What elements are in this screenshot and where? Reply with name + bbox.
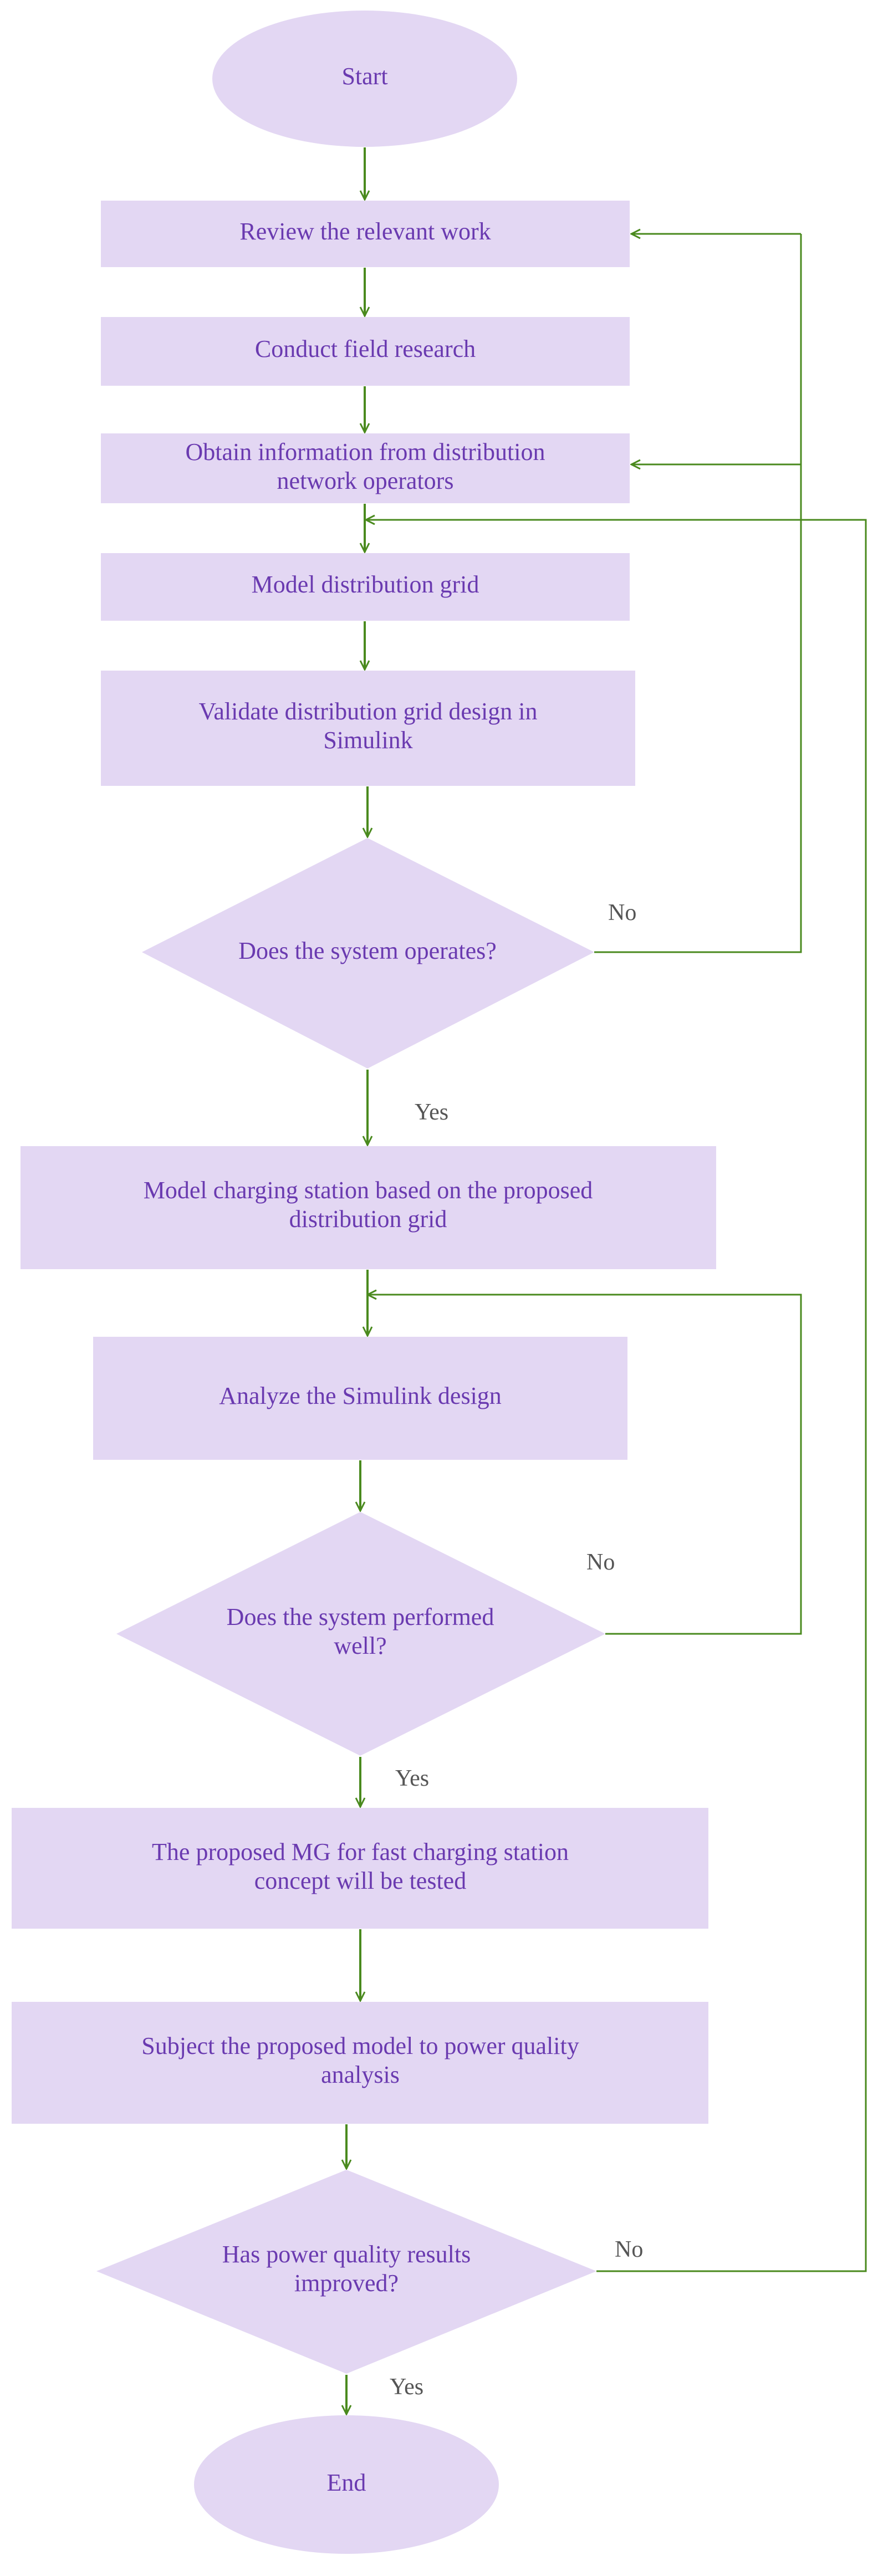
obtain-info-label-line1: Obtain information from distribution	[186, 438, 545, 466]
end-node	[194, 2415, 499, 2554]
decision-performed-label-line2: well?	[334, 1632, 386, 1659]
decision3-no-label: No	[615, 2237, 643, 2262]
analyze-node	[93, 1337, 627, 1460]
obtain-info-label-line2: network operators	[277, 467, 454, 494]
decision3-yes-label: Yes	[390, 2374, 423, 2400]
model-station-label-line2: distribution grid	[289, 1205, 447, 1233]
end-label: End	[327, 2469, 366, 2496]
start-label: Start	[341, 63, 387, 90]
start-node	[212, 11, 517, 147]
decision-performed-label-line1: Does the system performed	[227, 1603, 494, 1631]
decision-improved-node	[96, 2170, 596, 2374]
validate-label-line1: Validate distribution grid design in	[198, 698, 537, 725]
loop-decision2-no	[368, 1295, 802, 1635]
model-station-label-line1: Model charging station based on the prop…	[144, 1177, 593, 1204]
decision-operates-node	[142, 838, 594, 1069]
review-label: Review the relevant work	[239, 218, 491, 245]
decision-operates-label: Does the system operates?	[238, 937, 497, 964]
model-station-node	[21, 1146, 716, 1269]
decision1-no-label: No	[608, 900, 636, 926]
field-research-node	[101, 317, 630, 386]
decision-improved-label-line1: Has power quality results	[222, 2241, 471, 2268]
validate-node	[101, 671, 635, 786]
review-node	[101, 201, 630, 267]
power-quality-label-line2: analysis	[321, 2061, 400, 2088]
power-quality-node	[12, 2002, 708, 2124]
obtain-info-node	[101, 433, 630, 503]
power-quality-label-line1: Subject the proposed model to power qual…	[141, 2032, 579, 2059]
test-concept-label-line1: The proposed MG for fast charging statio…	[152, 1838, 569, 1865]
decision-improved-label-line2: improved?	[294, 2270, 399, 2297]
loop-decision3-no	[366, 520, 867, 2272]
model-grid-label: Model distribution grid	[252, 571, 479, 598]
test-concept-label-line2: concept will be tested	[254, 1867, 466, 1894]
analyze-label: Analyze the Simulink design	[219, 1382, 502, 1409]
model-grid-node	[101, 553, 630, 621]
decision2-yes-label: Yes	[395, 1766, 429, 1791]
decision-performed-node	[116, 1512, 605, 1756]
loop-decision1-no	[594, 234, 802, 953]
validate-label-line2: Simulink	[323, 727, 412, 754]
test-concept-node	[12, 1808, 708, 1929]
decision2-no-label: No	[586, 1550, 615, 1575]
field-research-label: Conduct field research	[255, 335, 476, 362]
decision1-yes-label: Yes	[415, 1100, 448, 1125]
